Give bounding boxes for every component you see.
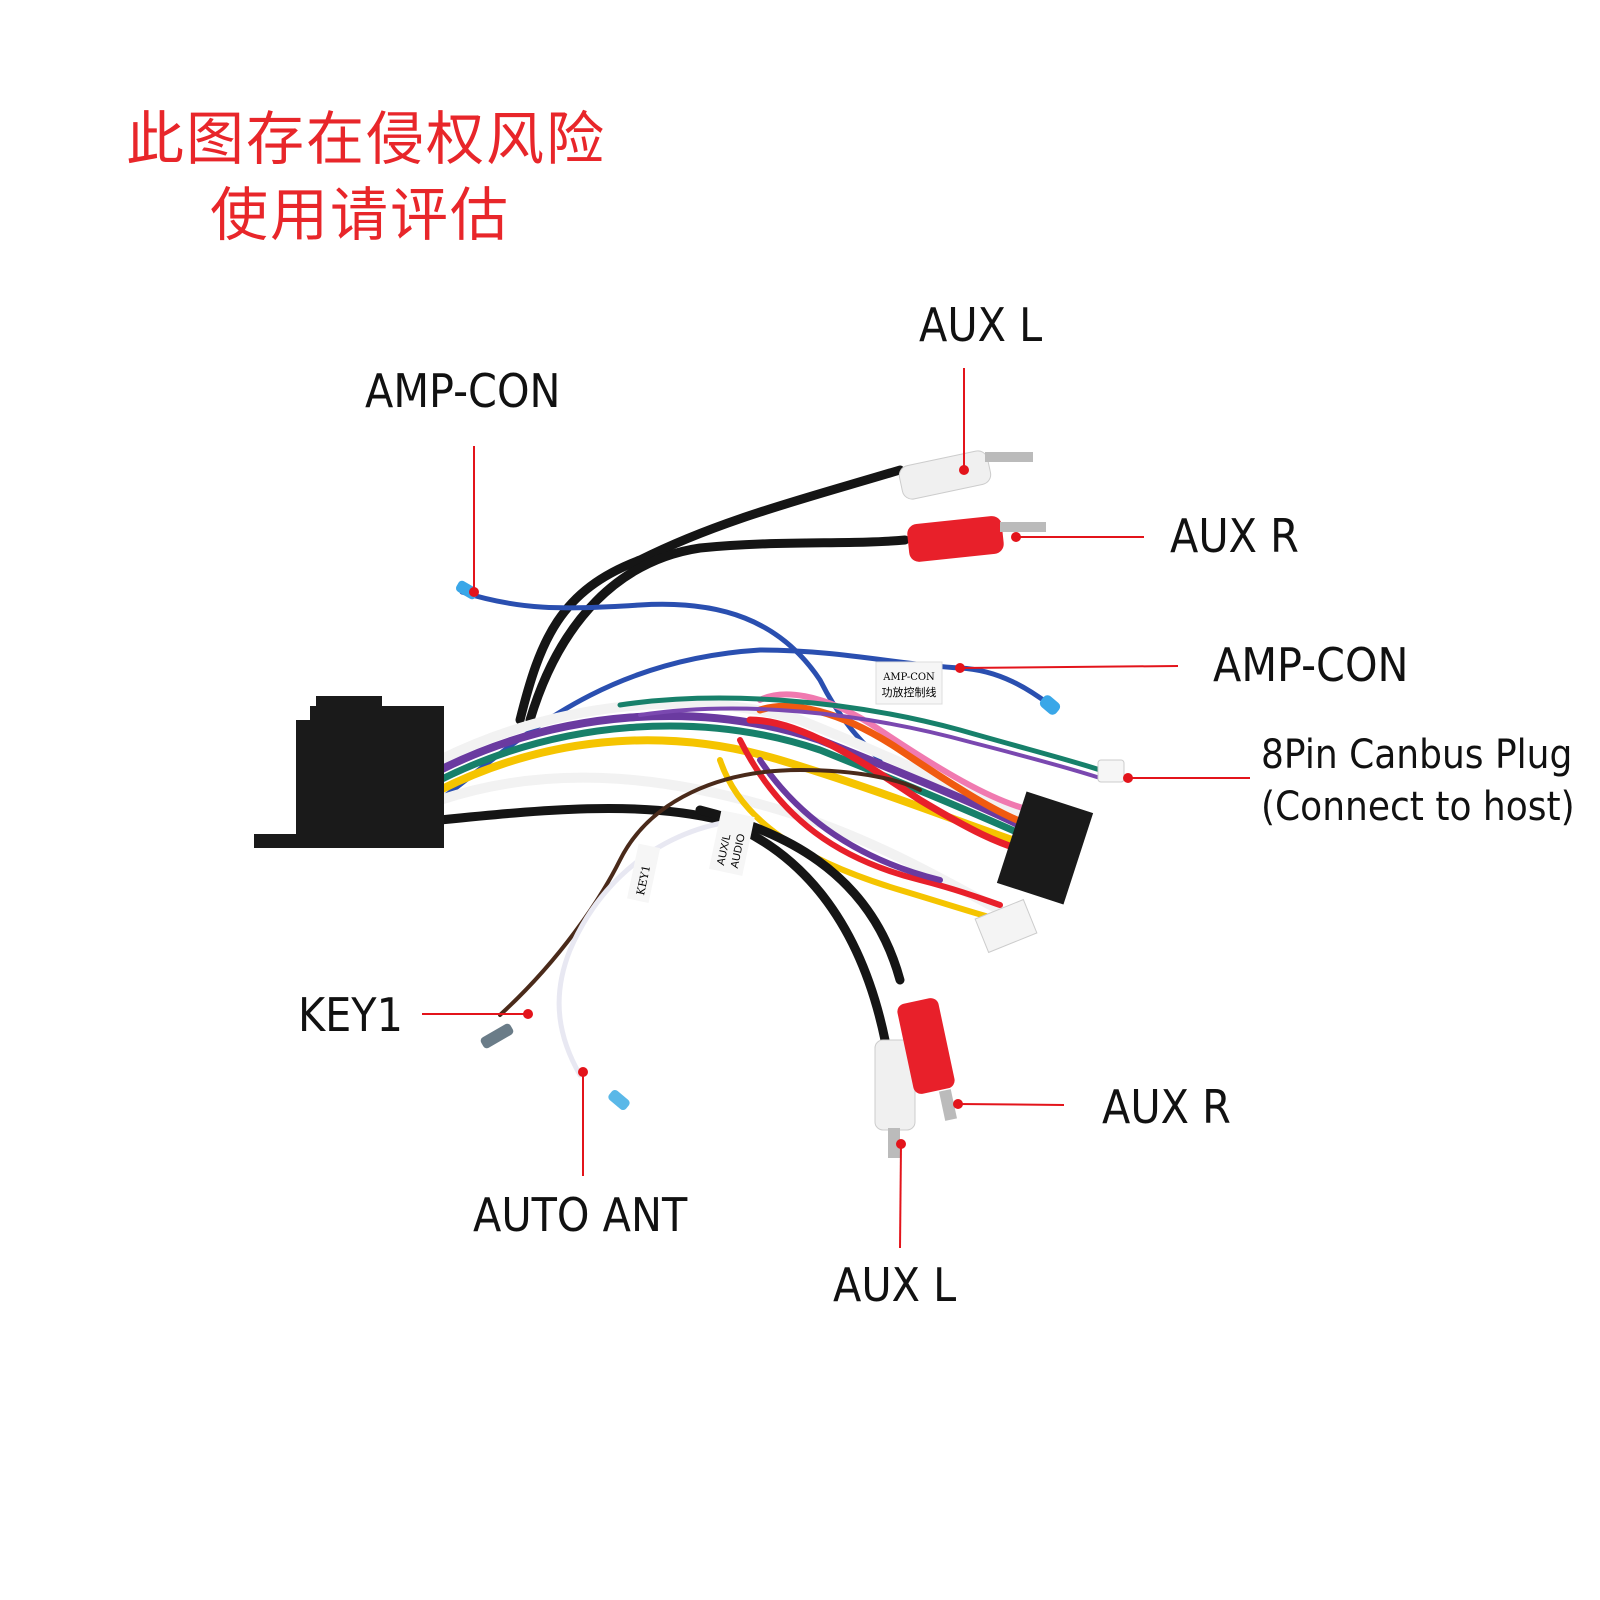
- label-amp-con-top: AMP-CON: [365, 364, 561, 418]
- amp-tag-text-2: 功放控制线: [882, 685, 937, 699]
- label-aux-r-top: AUX R: [1170, 509, 1299, 563]
- key1-wire: [498, 767, 922, 1017]
- canbus-wire-green: [617, 695, 1103, 773]
- small-white-plug: [974, 898, 1038, 954]
- aux-r-top-cable: [525, 535, 910, 725]
- iso-connector: [254, 696, 444, 848]
- label-key1: KEY1: [298, 988, 403, 1042]
- label-aux-l-bottom: AUX L: [833, 1258, 957, 1312]
- callout-lines: [422, 368, 1250, 1249]
- auto-ant-wire: [556, 817, 743, 1078]
- label-aux-l-top: AUX L: [919, 298, 1043, 352]
- key-tag-text: KEY1: [634, 864, 653, 897]
- canbus-plug: [1097, 759, 1125, 783]
- rca-aux-l-bottom-plug: [874, 1039, 916, 1158]
- rca-aux-l-top-plug: [898, 450, 1033, 500]
- audio-wire-tag: AUX/L AUDIO: [708, 810, 755, 876]
- key1-wire-tag: KEY1: [627, 843, 661, 903]
- rca-aux-r-bottom-plug: [897, 998, 957, 1121]
- watermark-line-2: 使用请评估: [210, 181, 511, 249]
- canbus-wire-purple: [638, 706, 1102, 780]
- amp-con-wire-tag: AMP-CON 功放控制线: [875, 661, 943, 705]
- label-auto-ant: AUTO ANT: [473, 1188, 688, 1242]
- label-canbus-line-2: (Connect to host): [1261, 784, 1575, 830]
- rca-aux-r-top-plug: [907, 516, 1046, 562]
- label-aux-r-bottom: AUX R: [1102, 1080, 1231, 1134]
- label-canbus-line-1: 8Pin Canbus Plug: [1261, 732, 1573, 778]
- main-harness-connector: [996, 791, 1094, 905]
- amp-tag-text-1: AMP-CON: [882, 672, 935, 683]
- watermark-line-1: 此图存在侵权风险: [126, 105, 607, 173]
- label-amp-con-right: AMP-CON: [1213, 638, 1409, 692]
- aux-l-top-cable: [515, 465, 905, 725]
